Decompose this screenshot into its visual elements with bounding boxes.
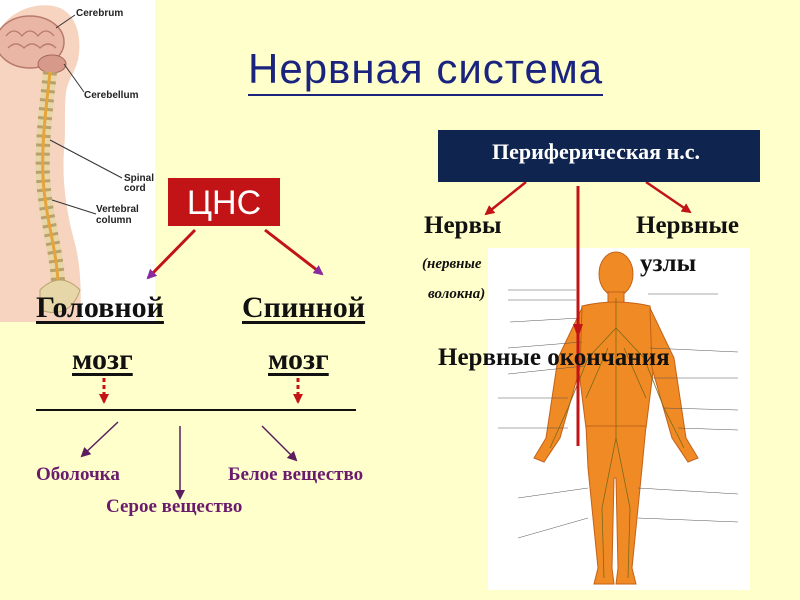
spinal-cord-label-1: Spinal <box>124 173 155 184</box>
white-matter-label: Белое вещество <box>228 464 364 485</box>
arrow-pns-to-ganglia <box>645 180 692 214</box>
vertebral-column-label-2: column <box>96 215 132 226</box>
nerves-sub-2: волокна) <box>428 286 486 302</box>
body-drawing <box>498 251 739 585</box>
spinal-label-line2: мозг <box>268 343 329 376</box>
spinal-cord-label-2: cord <box>124 183 146 194</box>
spinal-label-line1: Спинной <box>242 291 366 324</box>
brain-label-line2: мозг <box>72 343 133 376</box>
arrow-to-membrane <box>80 421 119 458</box>
cerebrum-label: Cerebrum <box>76 8 124 19</box>
spine-anatomy-illustration: Cerebrum Cerebellum Spinal cord Vertebra… <box>0 0 155 322</box>
legs-shape <box>585 425 647 585</box>
brain-label-line1: Головной <box>36 291 164 324</box>
ganglia-label-line2: узлы <box>640 250 697 277</box>
arrow-to-white <box>261 425 298 462</box>
membrane-label: Оболочка <box>36 464 120 485</box>
pns-box: Периферическая н.с. <box>438 130 760 182</box>
vertebral-column-shape <box>35 71 66 301</box>
human-nervous-system-figure <box>488 248 750 590</box>
nerves-label: Нервы <box>424 212 502 239</box>
gray-matter-label: Серое вещество <box>106 496 243 517</box>
nerves-sub-1: (нервные <box>422 256 482 272</box>
vertebral-column-label-1: Vertebral <box>96 204 139 215</box>
arrow-pns-to-nerves <box>484 181 527 216</box>
arrow-cns-to-spinal <box>264 228 324 276</box>
ganglia-label-line1: Нервные <box>636 212 739 239</box>
right-arm-shape <box>649 307 699 463</box>
page-title: Нервная система <box>248 44 604 96</box>
spine-anatomy-drawing <box>0 5 123 322</box>
nerve-endings-label: Нервные окончания <box>438 344 670 371</box>
cerebellum-label: Cerebellum <box>84 90 139 101</box>
cns-box: ЦНС <box>168 178 280 226</box>
arrow-cns-to-brain <box>146 228 197 280</box>
